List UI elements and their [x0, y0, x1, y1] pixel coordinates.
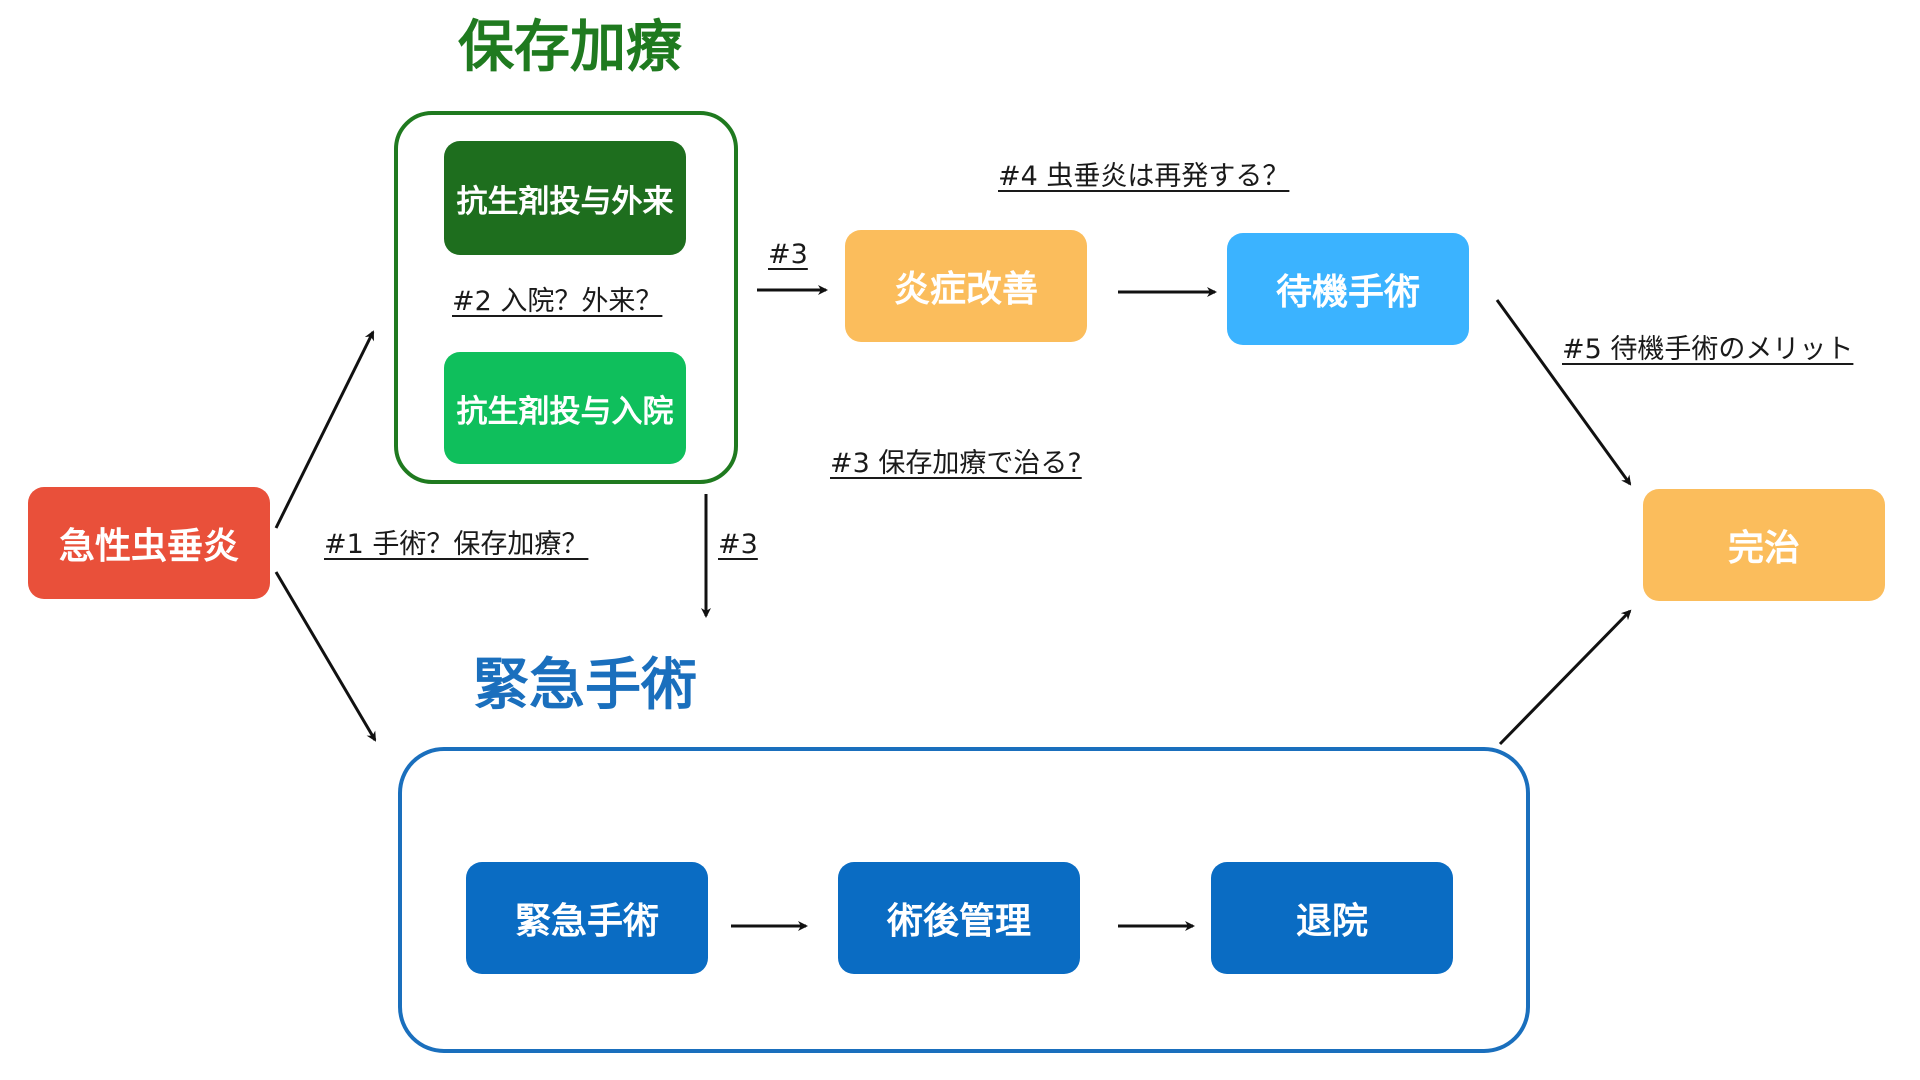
node-postop-management: 術後管理 [838, 862, 1080, 974]
arrow-surgery-to-cured [1498, 609, 1632, 746]
note-q3-to-improve: #3 [768, 239, 808, 270]
arrow-acute-to-conservative [274, 330, 375, 529]
node-antibiotics-inpatient: 抗生剤投与入院 [444, 352, 686, 464]
emergency-surgery-group-frame [398, 747, 1530, 1053]
node-inflammation-improved: 炎症改善 [845, 230, 1087, 342]
node-acute-appendicitis: 急性虫垂炎 [28, 487, 270, 599]
node-cured: 完治 [1643, 489, 1885, 601]
note-q4: #4 虫垂炎は再発する？ [998, 161, 1290, 192]
emergency-surgery-heading: 緊急手術 [473, 653, 697, 718]
node-emergency-surgery: 緊急手術 [466, 862, 708, 974]
note-q3-cure: #3 保存加療で治る? [830, 448, 1082, 479]
note-q2: #2 入院？外来？ [452, 286, 663, 317]
arrow-interval-to-cured [1495, 299, 1632, 486]
node-discharge: 退院 [1211, 862, 1453, 974]
note-q5: #5 待機手術のメリット [1562, 334, 1854, 365]
arrow-acute-to-surgery [274, 571, 377, 742]
note-q1: #1 手術？保存加療？ [324, 529, 589, 560]
node-antibiotics-outpatient: 抗生剤投与外来 [444, 141, 686, 255]
conservative-group-frame [394, 111, 738, 484]
node-interval-surgery: 待機手術 [1227, 233, 1469, 345]
conservative-heading: 保存加療 [458, 15, 682, 80]
note-q3-to-surgery: #3 [718, 529, 758, 560]
